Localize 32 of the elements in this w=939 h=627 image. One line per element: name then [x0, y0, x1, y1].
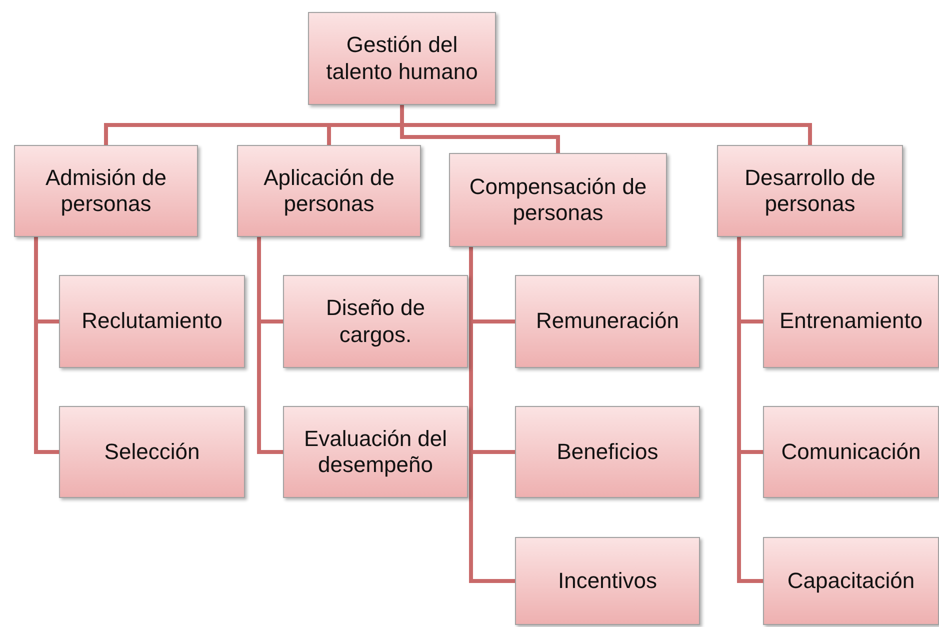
node-label: Comunicación	[781, 438, 921, 466]
node-label: Admisión de personas	[44, 164, 168, 218]
process-box	[763, 275, 939, 368]
node-label: Compensación de personas	[468, 174, 648, 226]
process-box	[515, 537, 700, 625]
process-box	[59, 406, 245, 498]
node-label: Aplicación de personas	[262, 164, 396, 218]
process-box	[515, 406, 700, 498]
node-label: Diseño de cargos.	[324, 295, 426, 348]
node-label: Gestión del talento humano	[325, 32, 479, 85]
node-label: Remuneración	[536, 308, 680, 335]
node-label: Entrenamiento	[779, 308, 923, 335]
process-box	[763, 537, 939, 625]
node-label: Reclutamiento	[82, 308, 222, 335]
process-box	[14, 145, 198, 237]
process-box	[59, 275, 245, 368]
node-label: Incentivos	[558, 568, 658, 594]
process-box	[283, 275, 468, 368]
process-box	[283, 406, 468, 498]
connector-line	[469, 247, 515, 583]
node-label: Desarrollo de personas	[744, 164, 876, 218]
node-label: Selección	[104, 438, 200, 466]
process-box	[449, 153, 667, 247]
node-label: Evaluación del desempeño	[302, 426, 448, 478]
connector-line	[400, 105, 812, 145]
process-box	[237, 145, 421, 237]
node-label: Capacitación	[787, 568, 915, 594]
process-box	[515, 275, 700, 368]
node-label: Beneficios	[556, 438, 658, 466]
process-box	[717, 145, 903, 237]
root-box	[308, 12, 496, 105]
process-box	[763, 406, 939, 498]
